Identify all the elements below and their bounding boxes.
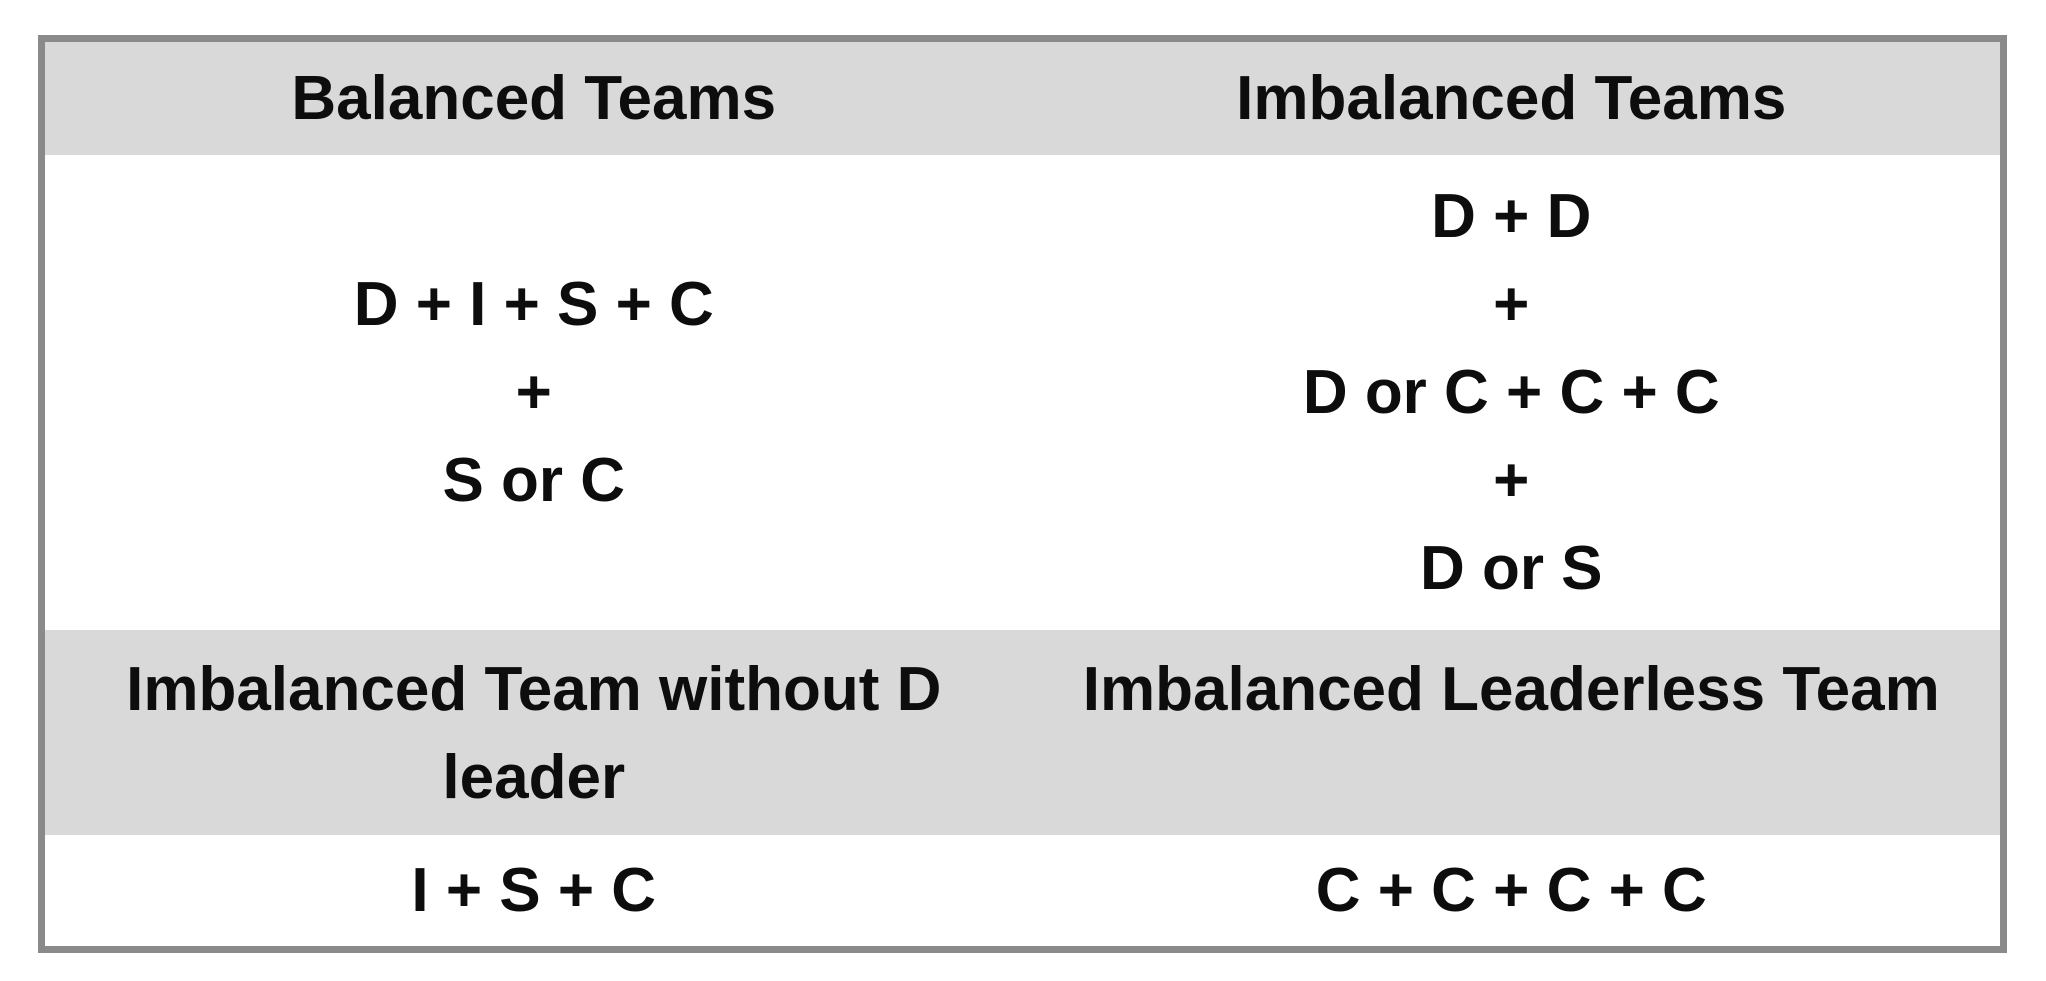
balanced-teams-formula-cell: D + I + S + C + S or C bbox=[45, 155, 1023, 630]
balanced-teams-header-cell: Balanced Teams bbox=[45, 42, 1023, 155]
header-row-top: Balanced Teams Imbalanced Teams bbox=[45, 42, 2000, 155]
plus-separator: + bbox=[515, 357, 552, 427]
imbalanced-without-d-header-cell: Imbalanced Team without D leader bbox=[45, 630, 1023, 835]
header-label: Imbalanced Leaderless Team bbox=[1082, 655, 1940, 724]
team-composition-table: Balanced Teams Imbalanced Teams D + I + … bbox=[38, 35, 2007, 953]
formula-line: D + D bbox=[1431, 181, 1592, 251]
formula-line: C + C + C + C bbox=[1315, 855, 1707, 925]
imbalanced-without-d-formula-cell: I + S + C bbox=[45, 835, 1023, 946]
formula-line: I + S + C bbox=[411, 855, 657, 925]
formula-row-top: D + I + S + C + S or C D + D + D or C + … bbox=[45, 155, 2000, 630]
header-label: Imbalanced Team without D leader bbox=[126, 655, 942, 812]
plus-separator: + bbox=[1493, 445, 1530, 515]
plus-separator: + bbox=[1493, 269, 1530, 339]
formula-line: D or C + C + C bbox=[1302, 357, 1720, 427]
formula-line: D + I + S + C bbox=[353, 269, 714, 339]
imbalanced-teams-header-cell: Imbalanced Teams bbox=[1023, 42, 2001, 155]
imbalanced-teams-formula-cell: D + D + D or C + C + C + D or S bbox=[1023, 155, 2001, 630]
header-label: Balanced Teams bbox=[291, 63, 777, 133]
formula-line: S or C bbox=[442, 445, 626, 515]
formula-line: D or S bbox=[1419, 533, 1603, 603]
imbalanced-leaderless-formula-cell: C + C + C + C bbox=[1023, 835, 2001, 946]
header-row-bottom: Imbalanced Team without D leader Imbalan… bbox=[45, 630, 2000, 835]
formula-row-bottom: I + S + C C + C + C + C bbox=[45, 835, 2000, 946]
imbalanced-leaderless-header-cell: Imbalanced Leaderless Team bbox=[1023, 630, 2001, 835]
header-label: Imbalanced Teams bbox=[1236, 63, 1787, 133]
